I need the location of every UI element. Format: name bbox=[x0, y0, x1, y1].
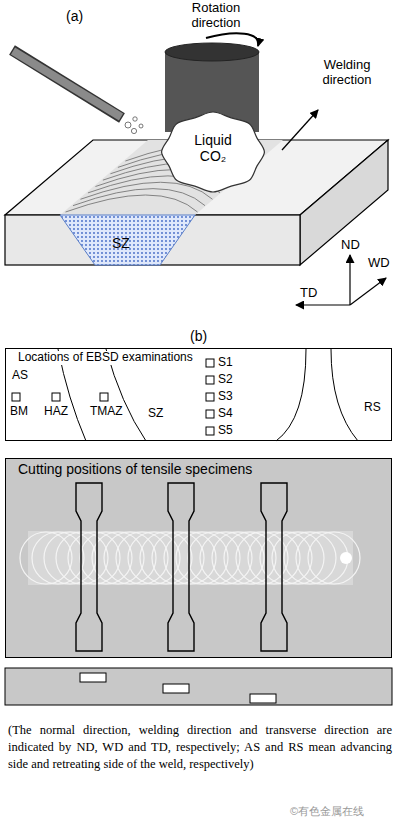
ebsd-location bbox=[12, 393, 20, 401]
node-text: TMAZ bbox=[90, 405, 123, 419]
ebsd-location bbox=[100, 393, 108, 401]
stir-zone: SZ bbox=[60, 215, 195, 265]
tensile-specimen bbox=[261, 483, 287, 651]
node-text: RS bbox=[364, 401, 381, 415]
specimen-section bbox=[250, 694, 276, 703]
ebsd-location bbox=[206, 427, 214, 435]
node-text: S3 bbox=[218, 390, 233, 404]
wd-axis bbox=[350, 278, 386, 305]
node-text: Locations of EBSD examinations bbox=[16, 351, 195, 365]
node-text: HAZ bbox=[44, 405, 68, 419]
label-text: WD bbox=[368, 256, 390, 271]
node-text: SZ bbox=[148, 407, 163, 421]
label-text: (a) bbox=[66, 8, 83, 24]
ebsd-location bbox=[206, 393, 214, 401]
caption: (The normal direction, welding direction… bbox=[8, 722, 392, 773]
ebsd-location bbox=[206, 359, 214, 367]
co2-bubble bbox=[139, 124, 143, 128]
tensile-specimen bbox=[168, 483, 194, 651]
td-axis bbox=[296, 304, 350, 305]
tensile-plate-outline bbox=[6, 459, 391, 657]
tensile-specimen bbox=[76, 483, 102, 651]
weld-ripple bbox=[284, 532, 336, 584]
node-text: Cutting positions of tensile specimens bbox=[18, 461, 252, 477]
label-text: (b) bbox=[190, 328, 207, 344]
rs-boundary bbox=[276, 349, 306, 441]
label-text: Rotation direction bbox=[168, 1, 264, 31]
cloud-shape bbox=[162, 112, 265, 192]
node-text: S5 bbox=[218, 424, 233, 438]
rs-boundary bbox=[331, 349, 358, 441]
nozzle-outline bbox=[12, 50, 122, 118]
weld-bead bbox=[28, 531, 353, 585]
stir-zone-shape bbox=[60, 215, 195, 265]
node-text: S4 bbox=[218, 407, 233, 421]
specimen-section bbox=[163, 684, 189, 693]
co2-cloud: Liquid CO₂ bbox=[158, 108, 268, 196]
nd-axis bbox=[349, 255, 350, 305]
block-side-face bbox=[300, 140, 388, 265]
node-text: S1 bbox=[218, 356, 233, 370]
cross-section-strip bbox=[5, 668, 392, 705]
weld-ripples bbox=[20, 532, 360, 584]
nozzle bbox=[13, 51, 121, 117]
block-front-face bbox=[5, 215, 300, 265]
label-text: Welding direction bbox=[302, 58, 392, 88]
node-text: SZ bbox=[112, 235, 130, 251]
node-text: BM bbox=[10, 405, 28, 419]
watermark: ©有色金属在线 bbox=[290, 805, 364, 818]
node-text: AS bbox=[12, 369, 28, 383]
co2-bubble bbox=[131, 128, 136, 133]
keyhole bbox=[340, 552, 352, 564]
label-text: ND bbox=[341, 238, 360, 253]
tensile-plate: Cutting positions of tensile specimens bbox=[5, 458, 392, 658]
ebsd-panel: Locations of EBSD examinationsAS RS BM HAZ T… bbox=[5, 348, 392, 441]
ebsd-location bbox=[206, 376, 214, 384]
co2-bubble bbox=[125, 122, 131, 128]
node-text: S2 bbox=[218, 373, 233, 387]
weld-ripple bbox=[308, 532, 360, 584]
label-text: TD bbox=[300, 286, 317, 301]
co2-bubble bbox=[133, 117, 137, 121]
specimen-section bbox=[80, 673, 106, 682]
tool-top bbox=[165, 43, 259, 61]
ebsd-location bbox=[206, 410, 214, 418]
rotation-arrow bbox=[206, 33, 258, 46]
welding-arrow bbox=[282, 110, 318, 150]
node-text: Liquid CO₂ bbox=[183, 132, 243, 164]
ebsd-location bbox=[52, 393, 60, 401]
